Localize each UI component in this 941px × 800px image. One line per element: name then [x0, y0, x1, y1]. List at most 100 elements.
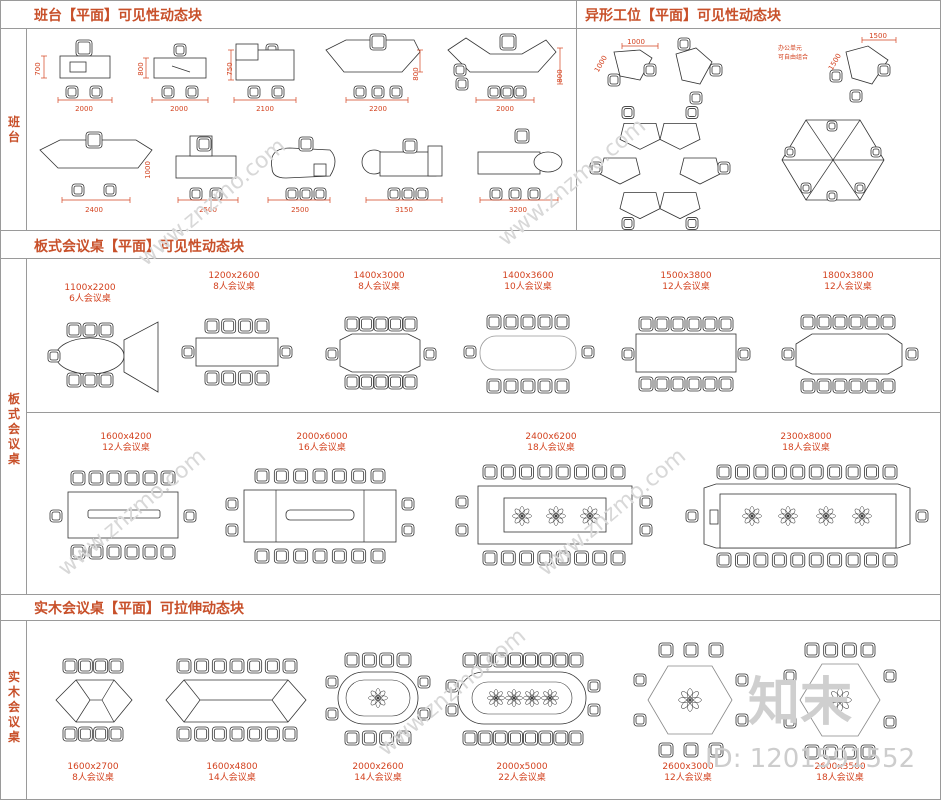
desk-dim-label: 2500 — [291, 206, 309, 214]
caption-seats: 8人会议桌 — [358, 282, 400, 292]
desk-dim-label: 2400 — [85, 206, 103, 214]
cable-tray — [285, 509, 355, 521]
caption-size: 1600x2700 — [67, 762, 119, 772]
desk-dim-label: 2000 — [496, 105, 514, 113]
chair-seat — [917, 511, 927, 521]
table-top — [337, 671, 419, 725]
chair-seat — [363, 654, 375, 666]
chair-seat — [685, 644, 697, 656]
chair-seat — [589, 705, 599, 715]
chair-seat — [521, 552, 532, 564]
chair-seat — [108, 546, 120, 558]
desk-dim-vertical: 800 — [137, 62, 145, 76]
caption-size: 2600x3000 — [662, 762, 714, 772]
chair-seat — [375, 318, 387, 330]
chair-seat — [494, 654, 506, 666]
chair-seat — [381, 732, 393, 744]
desk-dim-vertical: 1000 — [144, 161, 152, 179]
caption-seats: 14人会议桌 — [208, 773, 256, 783]
chair-seat — [90, 472, 102, 484]
chair-seat — [843, 644, 855, 656]
chair-seat — [755, 554, 767, 566]
chair-seat — [301, 189, 311, 199]
chair-seat — [872, 148, 880, 156]
chair-seat — [213, 660, 225, 672]
chair-seat — [275, 470, 287, 482]
flower-decor — [686, 696, 694, 704]
chair-seat — [398, 732, 410, 744]
plan-line — [183, 679, 201, 701]
chair-seat — [884, 554, 896, 566]
chair-seat — [284, 660, 296, 672]
chair-seat — [685, 744, 697, 756]
chair-seat — [79, 660, 91, 672]
chair-seat — [72, 472, 84, 484]
flower-decor — [859, 513, 865, 519]
chair-seat — [737, 715, 747, 725]
chair-seat — [850, 316, 862, 328]
caption-seats: 12人会议桌 — [102, 443, 150, 453]
chair-seat — [223, 372, 235, 384]
flower-decor — [861, 508, 870, 517]
chair-seat — [49, 351, 59, 361]
flower-decor — [785, 513, 791, 519]
chair-seat — [206, 320, 218, 332]
caption-size: 2300x8000 — [780, 432, 832, 442]
chair-seat — [660, 644, 672, 656]
chair-seat — [866, 554, 877, 566]
chair-seat — [810, 554, 822, 566]
chair-seat — [353, 470, 365, 482]
chair-seat — [105, 185, 115, 195]
chair-seat — [882, 316, 894, 328]
caption-seats: 8人会议桌 — [213, 282, 255, 292]
divider-side-wood — [26, 620, 27, 800]
chair-seat — [363, 732, 375, 744]
chair-seat — [502, 466, 514, 478]
chair-seat — [479, 732, 491, 744]
chair-seat — [539, 380, 551, 392]
wood-caption: 2600x3000 12人会议桌 — [633, 762, 743, 784]
chair-seat — [300, 138, 312, 150]
chair-seat — [404, 318, 416, 330]
chair-seat — [390, 376, 401, 388]
chair-seat — [484, 552, 496, 564]
chair-seat — [679, 39, 689, 49]
chair-seat — [295, 550, 307, 562]
flower-decor — [511, 695, 517, 701]
flower-decor — [493, 695, 499, 701]
chair-seat — [710, 644, 722, 656]
board-caption: 1100x2200 6人会议桌 — [35, 283, 145, 305]
chair-seat — [720, 378, 732, 390]
wood-caption: 1600x4800 14人会议桌 — [177, 762, 287, 784]
chair-seat — [555, 654, 567, 666]
chair-seat — [691, 93, 701, 103]
flower-decor — [787, 508, 796, 517]
chair-seat — [505, 316, 517, 328]
caption-seats: 22人会议桌 — [498, 773, 546, 783]
round-end — [533, 151, 563, 173]
chair-seat — [510, 654, 521, 666]
chair-seat — [847, 466, 859, 478]
chair-seat — [110, 660, 122, 672]
chair-seat — [227, 525, 237, 535]
chair-seat — [372, 470, 384, 482]
desk-item — [171, 65, 191, 73]
flower-decor — [587, 513, 593, 519]
chair-seat — [183, 347, 193, 357]
workstation — [619, 122, 661, 150]
chair-seat — [539, 316, 551, 328]
chair-seat — [802, 380, 814, 392]
chair-seat — [213, 728, 225, 740]
chair-seat — [249, 87, 259, 97]
chair-seat — [64, 728, 76, 740]
caption-size: 1400x3600 — [502, 271, 554, 281]
divider-side-board — [26, 258, 27, 594]
chair-seat — [249, 728, 261, 740]
table-top — [55, 679, 133, 723]
chair-seat — [739, 349, 749, 359]
chair-seat — [256, 470, 268, 482]
chair-seat — [529, 189, 539, 199]
chair-seat — [275, 550, 287, 562]
chair-seat — [672, 378, 684, 390]
plan-line — [101, 679, 115, 701]
